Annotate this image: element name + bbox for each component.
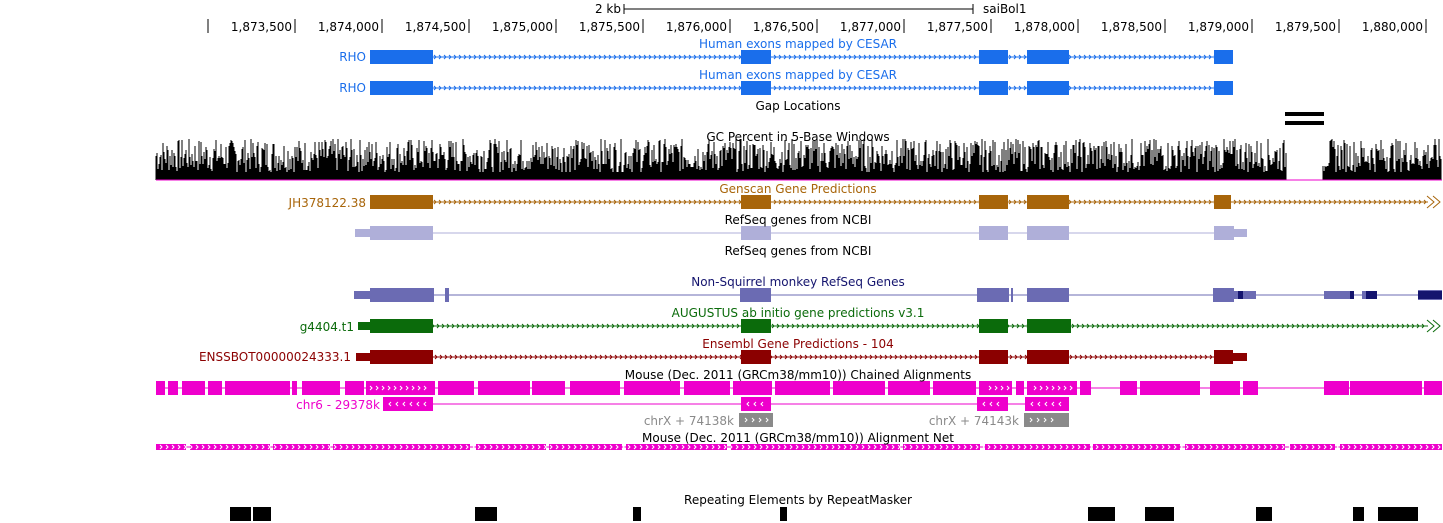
exon-block <box>1027 350 1069 364</box>
ruler-tick-label: 1,878,000 <box>1013 20 1075 34</box>
exon-block <box>370 319 433 333</box>
ensembl-gene-label[interactable]: ENSSBOT00000024333.1 <box>198 350 351 364</box>
ruler-tick-label: 1,874,500 <box>404 20 466 34</box>
exon-block <box>740 288 771 302</box>
exon-block <box>1214 50 1233 64</box>
exon-block <box>358 322 370 330</box>
genscan-track-title[interactable]: Genscan Gene Predictions <box>719 182 877 196</box>
exon-block <box>1214 350 1233 364</box>
exon-block <box>354 291 370 299</box>
assembly-label: saiBol1 <box>983 2 1027 16</box>
exon-block <box>741 350 771 364</box>
exon-block <box>1027 288 1069 302</box>
cesar-gene-label-2[interactable]: RHO <box>339 81 366 95</box>
ensembl-gene[interactable] <box>356 350 1247 364</box>
ruler-tick-label: 1,877,000 <box>839 20 901 34</box>
exon-block <box>741 50 771 64</box>
exon-block <box>979 226 1008 240</box>
exon-block <box>1324 291 1350 299</box>
repeatmasker-elements[interactable] <box>230 507 1418 521</box>
exon-block <box>370 81 433 95</box>
exon-block <box>1214 195 1231 209</box>
exon-block <box>741 319 771 333</box>
exon-block <box>979 350 1008 364</box>
refseq-track-title-2[interactable]: RefSeq genes from NCBI <box>724 244 872 258</box>
exon-block <box>1234 229 1247 237</box>
exon-block <box>741 226 771 240</box>
chain-label-chr6[interactable]: chr6 - 29378k <box>296 398 380 412</box>
ruler-tick-label: 1,880,000 <box>1361 20 1423 34</box>
chain-label-chrx-1[interactable]: chrX + 74138k <box>643 414 734 428</box>
exon-block <box>1214 226 1234 240</box>
ruler-ticks <box>207 19 1427 33</box>
ruler-tick-label: 1,876,500 <box>752 20 814 34</box>
ruler-tick-label: 1,876,000 <box>665 20 727 34</box>
exon-block <box>1027 226 1069 240</box>
ruler-tick-label: 1,879,500 <box>1274 20 1336 34</box>
refseq-gene[interactable] <box>355 226 1247 240</box>
exon-block <box>370 195 433 209</box>
refseq-track-title-1[interactable]: RefSeq genes from NCBI <box>724 213 872 227</box>
exon-block <box>370 226 433 240</box>
exon-block <box>370 50 433 64</box>
ruler-tick-label: 1,877,500 <box>926 20 988 34</box>
exon-block <box>355 229 370 237</box>
exon-block <box>445 288 449 302</box>
exon-block <box>370 288 434 302</box>
ensembl-track-title[interactable]: Ensembl Gene Predictions - 104 <box>702 337 894 351</box>
exon-block <box>1027 319 1071 333</box>
cesar-track-title-2[interactable]: Human exons mapped by CESAR <box>699 68 897 82</box>
ruler-tick-label: 1,879,000 <box>1187 20 1249 34</box>
genscan-gene-label[interactable]: JH378122.38 <box>288 196 366 210</box>
exon-block <box>1027 50 1069 64</box>
exon-block <box>741 195 771 209</box>
mouse-chain-alignment[interactable] <box>156 381 1442 427</box>
ruler-tick-label: 1,874,000 <box>317 20 379 34</box>
exon-block <box>1234 291 1256 299</box>
ruler-tick-label: 1,875,500 <box>578 20 640 34</box>
augustus-track-title[interactable]: AUGUSTUS ab initio gene predictions v3.1 <box>671 306 925 320</box>
exon-block <box>977 288 1009 302</box>
chain-track-title[interactable]: Mouse (Dec. 2011 (GRCm38/mm10)) Chained … <box>624 368 972 382</box>
exon-block <box>979 50 1008 64</box>
exon-block <box>1213 288 1234 302</box>
exon-block <box>356 353 370 361</box>
net-track-title[interactable]: Mouse (Dec. 2011 (GRCm38/mm10)) Alignmen… <box>642 431 954 445</box>
exon-block <box>979 195 1008 209</box>
genscan-gene[interactable] <box>370 195 1441 209</box>
exon-block <box>741 81 771 95</box>
scale-bar <box>623 4 974 14</box>
exon-block <box>370 350 433 364</box>
ruler-tick-label: 1,875,000 <box>491 20 553 34</box>
exon-block <box>1214 81 1233 95</box>
gc-percent-wiggle[interactable] <box>155 139 1442 181</box>
chain-label-chrx-2[interactable]: chrX + 74143k <box>928 414 1019 428</box>
gap-block[interactable] <box>1285 112 1324 125</box>
cesar-gene-rho-1[interactable] <box>370 50 1233 64</box>
exon-block <box>979 81 1008 95</box>
augustus-gene[interactable] <box>358 319 1441 333</box>
repeatmasker-track-title[interactable]: Repeating Elements by RepeatMasker <box>684 493 912 507</box>
augustus-gene-label[interactable]: g4404.t1 <box>299 320 354 334</box>
exon-block <box>1233 353 1247 361</box>
exon-block <box>979 319 1008 333</box>
cesar-gene-rho-2[interactable] <box>370 81 1233 95</box>
gap-track-title[interactable]: Gap Locations <box>755 99 841 113</box>
ruler-tick-label: 1,878,500 <box>1100 20 1162 34</box>
gc-track-title[interactable]: GC Percent in 5-Base Windows <box>706 130 890 144</box>
exon-block <box>1027 81 1069 95</box>
ruler-tick-label: 1,873,500 <box>230 20 292 34</box>
cesar-track-title-1[interactable]: Human exons mapped by CESAR <box>699 37 897 51</box>
xeno-refseq-gene[interactable] <box>354 288 1442 302</box>
xeno-track-title[interactable]: Non-Squirrel monkey RefSeq Genes <box>691 275 905 289</box>
exon-block <box>1011 288 1013 302</box>
cesar-gene-label-1[interactable]: RHO <box>339 50 366 64</box>
mouse-alignment-net[interactable] <box>156 444 1442 450</box>
exon-block <box>1027 195 1069 209</box>
